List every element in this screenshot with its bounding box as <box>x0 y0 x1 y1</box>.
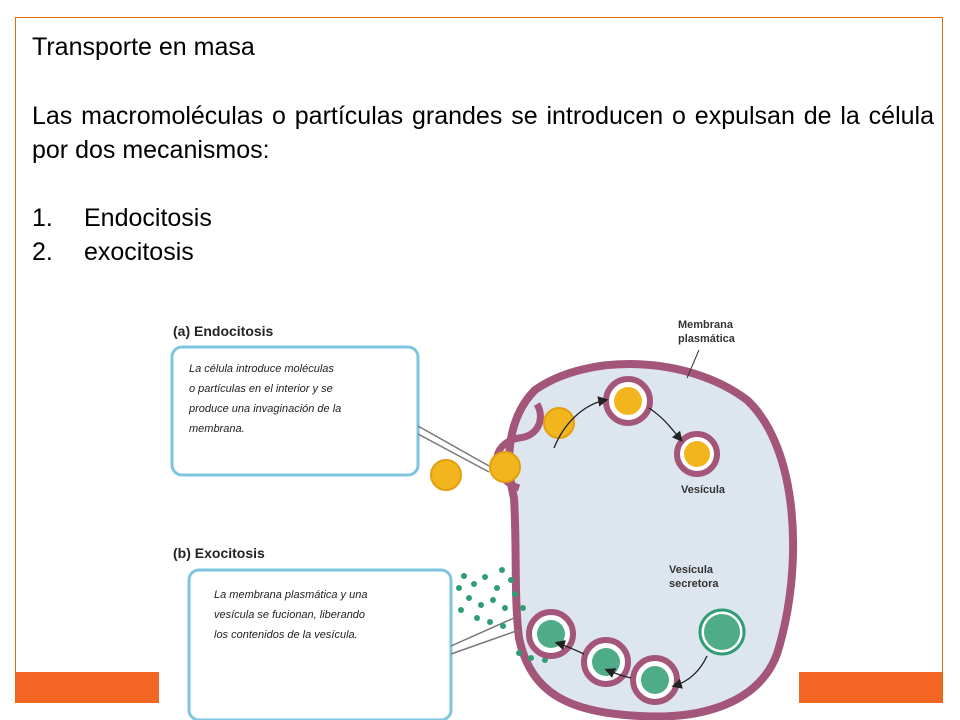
flow-arrow <box>671 655 708 689</box>
list-item: 2. exocitosis <box>32 235 934 269</box>
svg-text:Membrana plasmática: Membrana plasmática <box>678 319 736 345</box>
secretory-vesicle-label: Vesícula <box>669 564 714 576</box>
flow-arrow <box>553 396 609 449</box>
transport-diagram: (a) Endocitosis La célula introduce molé… <box>159 308 799 720</box>
svg-text:La membrana plasmática y una: La membrana plasmática y una vesícula se… <box>214 589 371 641</box>
flow-arrow <box>604 668 632 679</box>
exocytosis-heading: (b) Exocitosis <box>173 545 265 561</box>
membrane-pointer <box>686 349 700 379</box>
secretory-vesicle <box>581 637 631 687</box>
vesicle-label: Vesícula <box>681 484 726 496</box>
exocytosis-text-line: los contenidos de la vesícula. <box>214 629 358 641</box>
exocytosis-text-line: vesícula se fucionan, liberando <box>214 609 365 621</box>
list-item: 1. Endocitosis <box>32 201 934 235</box>
svg-text:La célula introduce moléculas: La célula introduce moléculas o partícul… <box>188 363 344 435</box>
list-label-endocitosis: Endocitosis <box>84 204 212 232</box>
endocytosis-text-line: membrana. <box>189 423 245 435</box>
secretory-vesicle <box>630 655 680 705</box>
list-number: 2. <box>32 238 53 266</box>
list-number: 1. <box>32 204 53 232</box>
secretory-vesicle-label: secretora <box>669 578 719 590</box>
mechanism-list: 1. Endocitosis 2. exocitosis <box>32 201 934 269</box>
membrane-label: Membrana <box>678 319 734 331</box>
svg-text:Vesícula secretora: Vesícula secretora <box>669 564 719 590</box>
endocytosis-text-line: produce una invaginación de la <box>188 403 341 415</box>
list-label-exocitosis: exocitosis <box>84 238 194 266</box>
slide-content: Transporte en masa Las macromoléculas o … <box>32 30 934 269</box>
endocytosis-text-line: La célula introduce moléculas <box>189 363 334 375</box>
membrane-label: plasmática <box>678 333 736 345</box>
endocytosis-text-line: o partículas en el interior y se <box>189 383 333 395</box>
flow-arrow <box>648 407 683 442</box>
vesicle <box>603 376 653 426</box>
exocytosis-callout: (b) Exocitosis La membrana plasmática y … <box>173 545 520 720</box>
exocytosis-text-line: La membrana plasmática y una <box>214 589 367 601</box>
diagram-svg: (a) Endocitosis La célula introduce molé… <box>170 319 798 720</box>
slide-title: Transporte en masa <box>32 33 255 61</box>
endocytosis-heading: (a) Endocitosis <box>173 323 274 339</box>
secretory-vesicle <box>526 609 576 659</box>
flow-arrow <box>554 640 585 655</box>
endocytosis-callout: (a) Endocitosis La célula introduce molé… <box>170 323 490 477</box>
vesicle <box>674 431 720 477</box>
intro-paragraph: Las macromoléculas o partículas grandes … <box>32 102 934 164</box>
secretory-vesicle <box>698 608 746 656</box>
particles <box>430 407 575 491</box>
